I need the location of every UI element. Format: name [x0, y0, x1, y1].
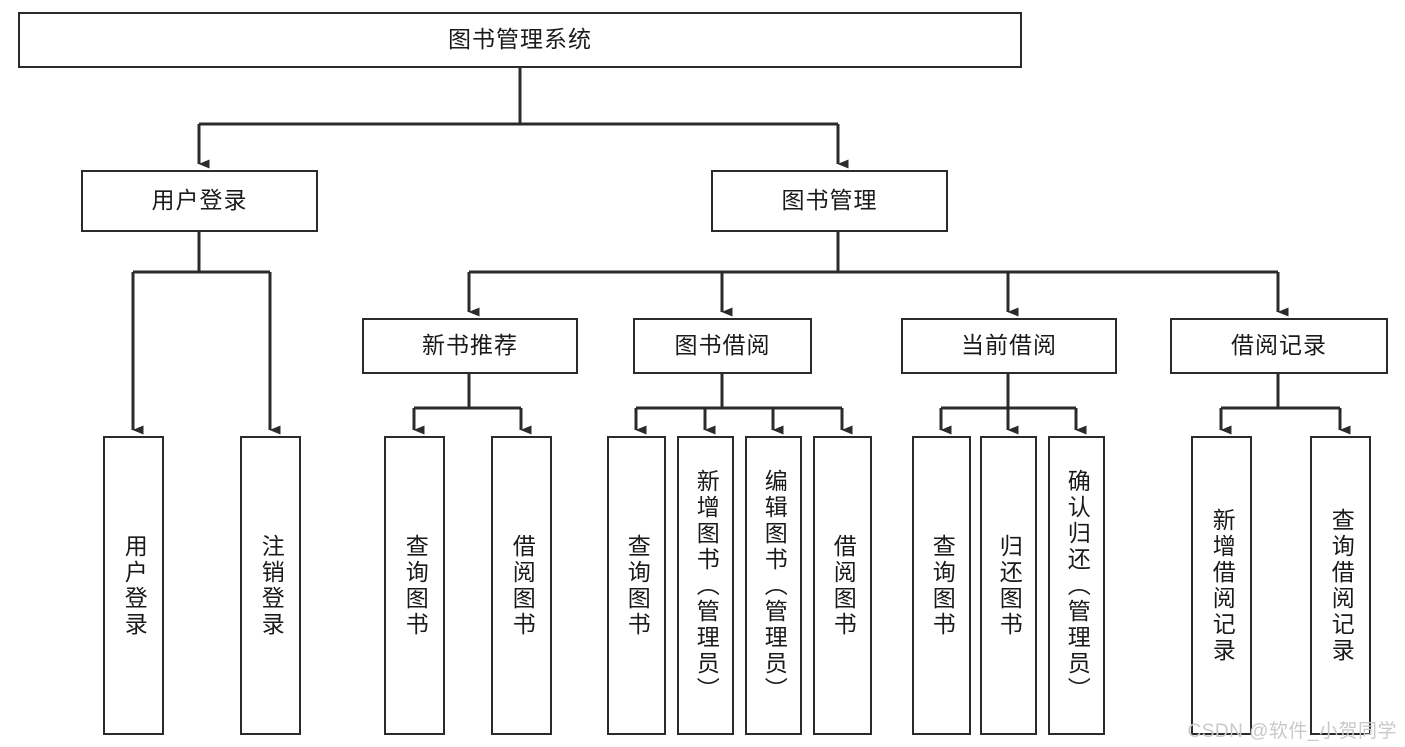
leaf-user-login[interactable]: 用户登录 — [103, 436, 164, 735]
node-label: 查询图书 — [624, 533, 651, 638]
node-label: 新书推荐 — [422, 332, 518, 359]
node-label: 用户登录 — [121, 533, 148, 638]
leaf-return-book[interactable]: 归还图书 — [980, 436, 1037, 735]
node-new-book-recommend[interactable]: 新书推荐 — [362, 318, 578, 374]
node-borrow-record[interactable]: 借阅记录 — [1170, 318, 1388, 374]
node-label: 注销登录 — [258, 533, 285, 638]
leaf-add-book-admin[interactable]: 新增图书（管理员） — [677, 436, 734, 735]
leaf-edit-book-admin[interactable]: 编辑图书（管理员） — [745, 436, 802, 735]
node-label: 当前借阅 — [961, 332, 1057, 359]
node-label: 借阅图书 — [830, 533, 857, 638]
node-book-management[interactable]: 图书管理 — [711, 170, 948, 232]
leaf-query-book-borrow[interactable]: 查询图书 — [607, 436, 666, 735]
node-label: 查询借阅记录 — [1328, 507, 1355, 664]
node-label: 归还图书 — [996, 533, 1023, 638]
node-user-login[interactable]: 用户登录 — [81, 170, 318, 232]
node-label: 图书管理 — [781, 187, 878, 214]
node-label: 确认归还（管理员） — [1064, 468, 1091, 703]
node-root-system[interactable]: 图书管理系统 — [18, 12, 1022, 68]
leaf-logout[interactable]: 注销登录 — [240, 436, 301, 735]
watermark: CSDN @软件_小贺同学 — [1187, 721, 1397, 742]
node-label: 借阅图书 — [509, 533, 536, 638]
node-label: 图书管理系统 — [448, 26, 592, 53]
node-current-borrow[interactable]: 当前借阅 — [901, 318, 1117, 374]
leaf-borrow-book[interactable]: 借阅图书 — [813, 436, 872, 735]
node-label: 编辑图书（管理员） — [761, 468, 788, 703]
leaf-add-borrow-record[interactable]: 新增借阅记录 — [1191, 436, 1252, 735]
node-label: 图书借阅 — [674, 332, 771, 359]
node-book-borrow[interactable]: 图书借阅 — [633, 318, 812, 374]
node-label: 新增图书（管理员） — [693, 468, 720, 703]
leaf-confirm-return-admin[interactable]: 确认归还（管理员） — [1048, 436, 1105, 735]
node-label: 新增借阅记录 — [1209, 507, 1236, 664]
leaf-query-book-current[interactable]: 查询图书 — [912, 436, 971, 735]
node-label: 用户登录 — [151, 187, 248, 214]
leaf-query-borrow-record[interactable]: 查询借阅记录 — [1310, 436, 1371, 735]
node-label: 查询图书 — [402, 533, 429, 638]
node-label: 查询图书 — [929, 533, 956, 638]
node-label: 借阅记录 — [1231, 332, 1327, 359]
leaf-borrow-book-recommend[interactable]: 借阅图书 — [491, 436, 552, 735]
leaf-query-book-recommend[interactable]: 查询图书 — [384, 436, 445, 735]
